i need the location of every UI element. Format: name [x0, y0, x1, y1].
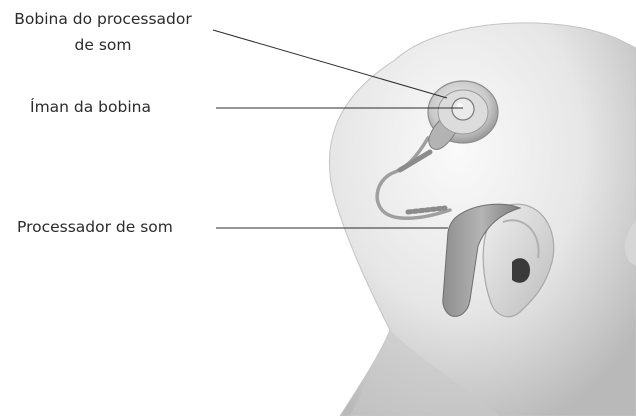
coil-magnet	[452, 98, 474, 120]
label-sound-processor-coil: Bobina do processador de som	[3, 6, 203, 58]
label-coil-line1: Bobina do processador	[3, 6, 203, 32]
label-sound-processor: Processador de som	[17, 214, 173, 240]
label-coil-line2: de som	[3, 32, 203, 58]
label-coil-magnet: Íman da bobina	[30, 94, 151, 120]
